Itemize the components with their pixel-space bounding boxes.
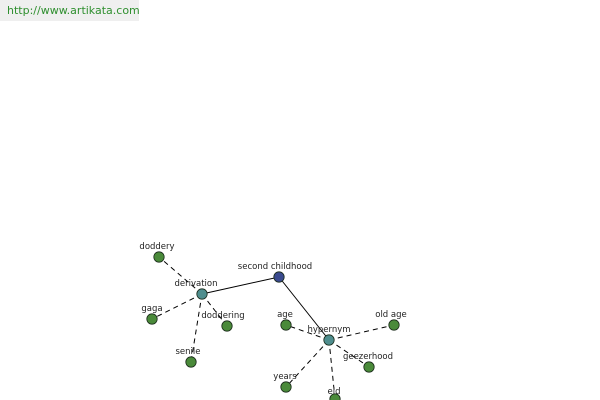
node-label-second-childhood: second childhood <box>238 262 312 272</box>
node-label-derivation: derivation <box>174 279 217 289</box>
edge-hypernym-years <box>285 339 330 388</box>
source-link[interactable]: http://www.artikata.com <box>7 4 140 17</box>
node-second-childhood[interactable]: second childhood <box>238 262 312 283</box>
node-label-eld: eld <box>328 387 341 397</box>
node-label-doddering: doddering <box>201 311 244 321</box>
node-circle-doddering[interactable] <box>221 320 233 332</box>
node-circle-derivation[interactable] <box>196 288 208 300</box>
node-label-geezerhood: geezerhood <box>343 352 393 362</box>
node-doddering[interactable]: doddering <box>201 311 245 332</box>
node-label-senile: senile <box>176 347 201 357</box>
edge-hypernym-eld <box>328 339 336 400</box>
node-senile[interactable]: senile <box>176 347 201 368</box>
edge-derivation-doddery <box>158 256 203 295</box>
node-circle-second-childhood[interactable] <box>273 271 285 283</box>
node-label-gaga: gaga <box>141 304 162 314</box>
node-geezerhood[interactable]: geezerhood <box>343 352 393 373</box>
edge-second-childhood-hypernym <box>278 276 330 341</box>
node-circle-eld[interactable] <box>329 393 341 400</box>
node-label-age: age <box>277 310 293 320</box>
node-derivation[interactable]: derivation <box>174 279 218 300</box>
node-circle-old-age[interactable] <box>388 319 400 331</box>
node-label-doddery: doddery <box>139 242 174 252</box>
node-gaga[interactable]: gaga <box>141 304 163 325</box>
node-eld[interactable]: eld <box>328 387 341 400</box>
graph-edges <box>151 256 395 400</box>
node-circle-age[interactable] <box>280 319 292 331</box>
node-label-hypernym: hypernym <box>307 325 350 335</box>
node-label-old-age: old age <box>375 310 407 320</box>
edge-second-childhood-derivation <box>201 276 280 295</box>
node-hypernym[interactable]: hypernym <box>307 325 351 346</box>
edge-derivation-senile <box>190 293 203 363</box>
node-circle-doddery[interactable] <box>153 251 165 263</box>
node-years[interactable]: years <box>273 372 297 393</box>
edge-hypernym-old-age <box>328 324 395 341</box>
node-circle-hypernym[interactable] <box>323 334 335 346</box>
node-old-age[interactable]: old age <box>375 310 407 331</box>
graph-nodes: second childhood derivation hypernym dodder… <box>139 242 407 400</box>
node-doddery[interactable]: doddery <box>139 242 175 263</box>
source-bar: http://www.artikata.com <box>0 0 140 21</box>
edge-hypernym-geezerhood <box>328 339 370 368</box>
edge-derivation-doddering <box>201 293 228 327</box>
node-circle-geezerhood[interactable] <box>363 361 375 373</box>
node-label-years: years <box>273 372 297 382</box>
node-age[interactable]: age <box>277 310 293 331</box>
edge-hypernym-age <box>285 324 330 341</box>
node-circle-years[interactable] <box>280 381 292 393</box>
node-circle-senile[interactable] <box>185 356 197 368</box>
edge-derivation-gaga <box>151 293 203 320</box>
node-circle-gaga[interactable] <box>146 313 158 325</box>
